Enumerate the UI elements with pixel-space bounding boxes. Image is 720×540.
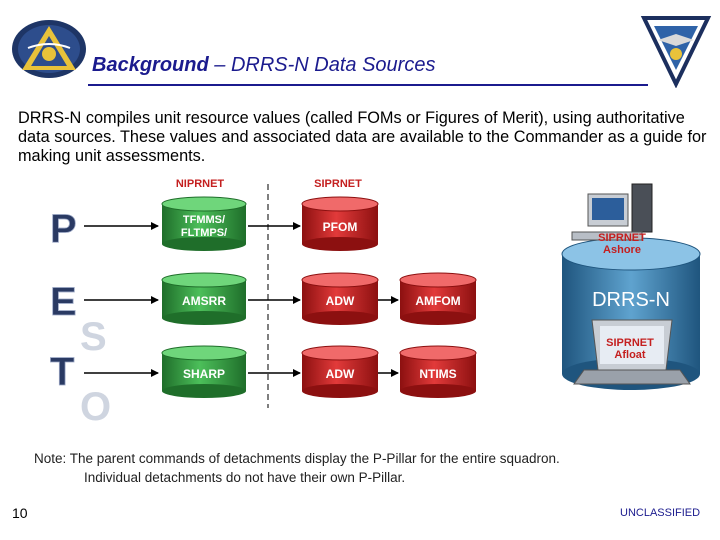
cylinder-sharp: SHARP: [161, 345, 247, 398]
intro-paragraph: DRRS-N compiles unit resource values (ca…: [18, 109, 707, 165]
ashore-label-line2: Ashore: [603, 244, 641, 256]
drrs-n-label: DRRS-N: [592, 289, 670, 311]
cylinder-pfom: PFOM: [301, 196, 379, 251]
ashore-label-line1: SIPRNET: [598, 232, 646, 244]
pillar-letter-e: E: [50, 280, 77, 324]
cylinder-amfom: AMFOM: [399, 272, 477, 325]
data-sources-diagram: NIPRNET SIPRNET P E S T O TFMMS/ FLTMPS/…: [50, 178, 701, 429]
cylinder-ntims: NTIMS: [399, 345, 477, 398]
navy-seal-logo-right: [640, 16, 712, 88]
network-label-niprnet: NIPRNET: [176, 178, 225, 190]
note-line-2: Individual detachments do not have their…: [84, 470, 406, 485]
afloat-label-line1: SIPRNET: [606, 337, 654, 349]
extra-label-ntims: NTIMS: [419, 367, 456, 381]
pillar-letter-s-faded: S: [80, 315, 107, 359]
note-line-1: Note: The parent commands of detachments…: [34, 451, 560, 466]
laptop-icon: [573, 319, 691, 385]
classification-label: UNCLASSIFIED: [620, 507, 701, 519]
pillar-letter-t: T: [50, 350, 74, 394]
cylinder-adw-row2: ADW: [301, 272, 379, 325]
navy-seal-logo-left: [12, 20, 86, 78]
cylinder-tfmms-fltmps: TFMMS/ FLTMPS/: [161, 196, 247, 251]
extra-label-amfom: AMFOM: [415, 294, 460, 308]
afloat-label-line2: Afloat: [614, 349, 646, 361]
source-label-fltmps: FLTMPS/: [181, 227, 227, 239]
pillar-letter-p: P: [50, 207, 77, 251]
cylinder-adw-row3: ADW: [301, 345, 379, 398]
source-label-sharp: SHARP: [183, 367, 225, 381]
cylinder-amsrr: AMSRR: [161, 272, 247, 325]
title-main: Background: [92, 54, 209, 76]
source-label-amsrr: AMSRR: [182, 294, 226, 308]
title-subtitle: DRRS-N Data Sources: [230, 54, 436, 76]
fom-label-adw-row3: ADW: [326, 367, 355, 381]
title-underline: [88, 84, 648, 86]
fom-label-pfom: PFOM: [323, 220, 358, 234]
slide-title: Background – DRRS-N Data Sources: [92, 54, 435, 77]
fom-label-adw-row2: ADW: [326, 294, 355, 308]
page-number: 10: [12, 505, 28, 521]
title-dash: –: [214, 54, 226, 76]
pillar-letter-o-faded: O: [80, 385, 111, 429]
source-label-tfmms: TFMMS/: [183, 214, 225, 226]
desktop-computer-icon: [571, 183, 653, 241]
network-label-siprnet: SIPRNET: [314, 178, 362, 190]
